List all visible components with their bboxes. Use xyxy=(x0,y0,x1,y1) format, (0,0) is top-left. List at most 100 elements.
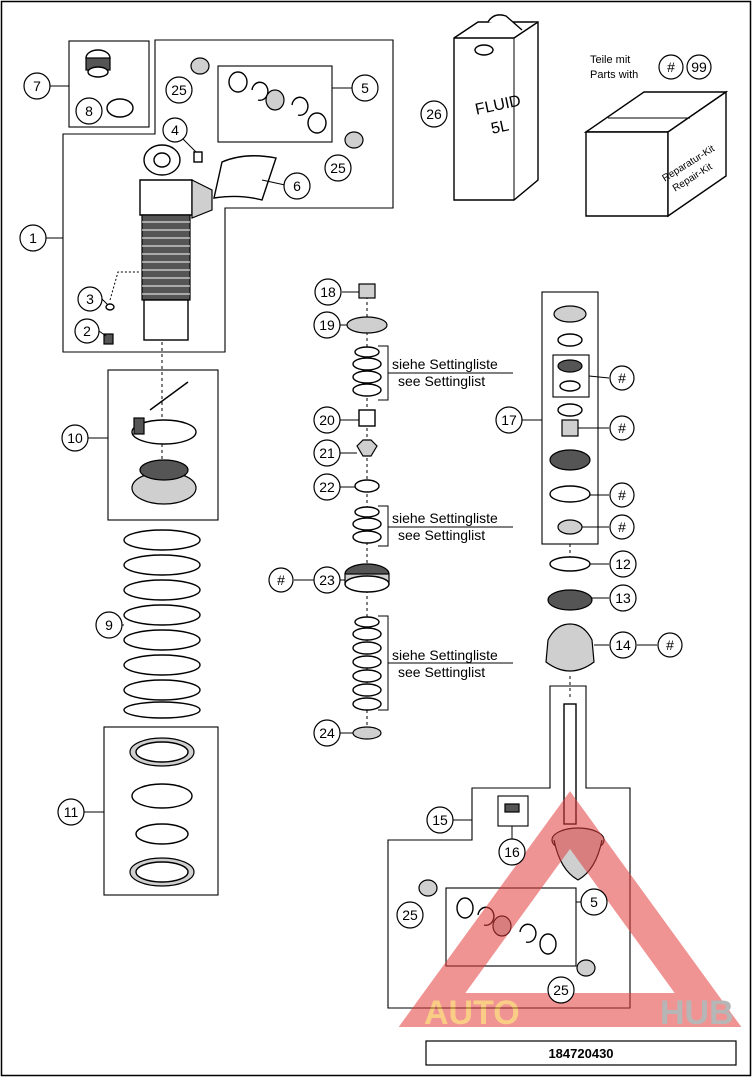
hash-callout-5: # xyxy=(657,632,683,658)
svg-text:#: # xyxy=(618,519,626,535)
setting-note-1-de: siehe Settingliste xyxy=(392,356,498,372)
fluid-can-label-line2: 5L xyxy=(490,117,511,137)
callout-1: 1 xyxy=(19,224,47,252)
callout-19: 19 xyxy=(313,311,341,339)
svg-text:23: 23 xyxy=(319,572,335,588)
callout-26: 26 xyxy=(420,100,448,128)
svg-text:26: 26 xyxy=(426,106,442,122)
shim-stack-group: siehe Settingliste see Settinglist siehe… xyxy=(344,283,513,740)
svg-text:25: 25 xyxy=(330,160,346,176)
box-part-15 xyxy=(387,685,631,1009)
callout-25-a: 25 xyxy=(165,76,193,104)
seal-head-group xyxy=(387,291,631,1009)
svg-text:5: 5 xyxy=(361,80,369,96)
box-part-7-8 xyxy=(68,40,150,128)
doc-number: 184720430 xyxy=(548,1046,613,1061)
callout-6: 6 xyxy=(283,172,311,200)
svg-text:14: 14 xyxy=(615,637,631,653)
svg-text:15: 15 xyxy=(432,812,448,828)
hash-callout-2: # xyxy=(609,415,635,441)
watermark: AUTO MOTO HUB xyxy=(398,791,742,1032)
svg-text:9: 9 xyxy=(105,617,113,633)
setting-note-3-en: see Settinglist xyxy=(398,664,485,680)
svg-text:12: 12 xyxy=(615,556,631,572)
watermark-text-3: HUB xyxy=(660,994,734,1032)
svg-text:4: 4 xyxy=(171,122,179,138)
callout-25-b: 25 xyxy=(324,154,352,182)
svg-text:2: 2 xyxy=(83,323,91,339)
callout-9: 9 xyxy=(95,611,123,639)
setting-note-2-en: see Settinglist xyxy=(398,527,485,543)
hash-callout-4: # xyxy=(609,514,635,540)
svg-text:8: 8 xyxy=(85,103,93,119)
svg-text:19: 19 xyxy=(319,317,335,333)
svg-text:#: # xyxy=(618,420,626,436)
setting-note-2-de: siehe Settingliste xyxy=(392,510,498,526)
svg-text:22: 22 xyxy=(319,479,335,495)
svg-text:1: 1 xyxy=(29,230,37,246)
svg-text:25: 25 xyxy=(402,907,418,923)
callout-24: 24 xyxy=(313,719,341,747)
svg-text:24: 24 xyxy=(319,725,335,741)
callout-13: 13 xyxy=(609,584,637,612)
spring-group xyxy=(103,342,219,896)
svg-text:21: 21 xyxy=(319,445,335,461)
svg-text:13: 13 xyxy=(615,590,631,606)
svg-text:10: 10 xyxy=(67,430,83,446)
svg-text:7: 7 xyxy=(33,78,41,94)
callout-4: 4 xyxy=(162,117,188,143)
svg-text:#: # xyxy=(666,637,674,653)
group-outline xyxy=(62,39,394,353)
callout-8: 8 xyxy=(75,97,103,125)
callout-25-c: 25 xyxy=(396,901,424,929)
hash-callout-6: # xyxy=(268,567,294,593)
fluid-and-kit-group: FLUID 5L Teile mit Parts with # 99 Repar… xyxy=(453,14,729,218)
svg-text:25: 25 xyxy=(553,982,569,998)
callout-10: 10 xyxy=(61,424,89,452)
box-part-17 xyxy=(541,291,599,545)
hash-callout-3: # xyxy=(609,482,635,508)
watermark-text-1: AUTO xyxy=(424,994,520,1032)
legend-line1: Teile mit xyxy=(590,54,630,66)
legend-kit-callout: 99 xyxy=(686,54,712,80)
leader-lines xyxy=(46,85,657,903)
svg-text:20: 20 xyxy=(319,412,335,428)
svg-text:16: 16 xyxy=(504,844,520,860)
callout-2: 2 xyxy=(74,318,100,344)
svg-text:#: # xyxy=(618,370,626,386)
svg-text:3: 3 xyxy=(86,291,94,307)
svg-text:#: # xyxy=(667,59,675,75)
svg-text:17: 17 xyxy=(501,412,517,428)
callout-11: 11 xyxy=(57,798,85,826)
setting-note-1-en: see Settinglist xyxy=(398,373,485,389)
svg-text:5: 5 xyxy=(590,894,598,910)
svg-text:#: # xyxy=(277,572,285,588)
svg-text:11: 11 xyxy=(64,804,79,820)
shock-absorber-group xyxy=(62,39,394,353)
callout-14: 14 xyxy=(609,631,637,659)
doc-number-box xyxy=(425,1040,737,1066)
hash-callout-1: # xyxy=(609,365,635,391)
callout-16: 16 xyxy=(498,838,526,866)
box-part-11 xyxy=(103,726,219,896)
callout-20: 20 xyxy=(313,406,341,434)
svg-text:18: 18 xyxy=(320,284,336,300)
callout-21: 21 xyxy=(313,439,341,467)
callout-22: 22 xyxy=(313,473,341,501)
callout-12: 12 xyxy=(609,550,637,578)
callout-23: 23 xyxy=(313,566,341,594)
setting-note-3-de: siehe Settingliste xyxy=(392,647,498,663)
callout-17: 17 xyxy=(495,406,523,434)
legend-line2: Parts with xyxy=(590,69,638,81)
callout-7: 7 xyxy=(23,72,51,100)
svg-text:6: 6 xyxy=(293,178,301,194)
callout-25-d: 25 xyxy=(547,976,575,1004)
box-part-10 xyxy=(107,369,219,521)
callout-3: 3 xyxy=(77,286,103,312)
callout-5-upper: 5 xyxy=(351,74,379,102)
callout-15: 15 xyxy=(426,806,454,834)
svg-text:25: 25 xyxy=(171,82,187,98)
